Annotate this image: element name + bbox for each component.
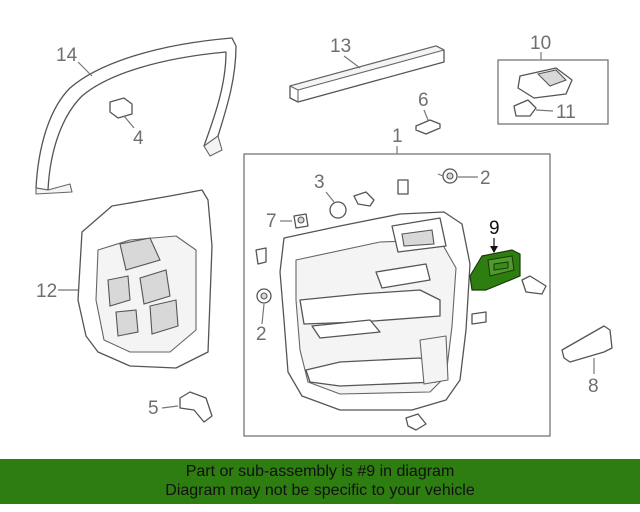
- part-11-bezel[interactable]: [513, 99, 537, 117]
- part-10-box: [497, 59, 609, 125]
- part-2-fastener-left[interactable]: [256, 288, 272, 304]
- part-2-fastener-top[interactable]: [437, 168, 458, 184]
- arrow-9: [490, 246, 498, 253]
- callout-12: 12: [36, 281, 57, 302]
- parts-diagram: 14 4 13 6 10 11 12: [35, 33, 613, 437]
- part-7-retainer[interactable]: [293, 213, 309, 229]
- callout-2-left: 2: [256, 324, 267, 345]
- callout-4: 4: [133, 128, 144, 149]
- callout-6: 6: [418, 90, 429, 111]
- callout-14: 14: [56, 45, 78, 66]
- callout-10: 10: [530, 33, 551, 54]
- banner-line-1: Part or sub-assembly is #9 in diagram: [185, 463, 455, 480]
- part-12-inner-panel[interactable]: [77, 189, 213, 369]
- callout-13: 13: [330, 36, 351, 57]
- part-1-door-trim-panel[interactable]: [279, 211, 471, 411]
- part-14-window-frame[interactable]: [35, 37, 237, 195]
- callout-1: 1: [392, 126, 403, 147]
- callout-3: 3: [314, 172, 325, 193]
- callout-8: 8: [588, 376, 599, 397]
- screw-1[interactable]: [353, 191, 375, 207]
- part-6-clip[interactable]: [415, 119, 441, 135]
- callout-7: 7: [266, 211, 277, 232]
- part-3-push-pin[interactable]: [329, 201, 347, 219]
- callout-9: 9: [489, 218, 500, 239]
- banner-line-2: Diagram may not be specific to your vehi…: [165, 482, 475, 499]
- part-9-bolt[interactable]: [521, 275, 547, 295]
- screw-3[interactable]: [405, 413, 427, 431]
- part-10-switch[interactable]: [517, 67, 573, 99]
- callout-5: 5: [148, 398, 159, 419]
- callout-2-top: 2: [480, 168, 491, 189]
- part-9-door-handle[interactable]: [469, 249, 521, 291]
- part-5-bracket[interactable]: [179, 391, 213, 423]
- callout-11: 11: [556, 102, 576, 123]
- clip-left-edge[interactable]: [255, 247, 267, 265]
- part-4-clip[interactable]: [109, 97, 133, 119]
- screw-2[interactable]: [397, 179, 409, 195]
- part-13-weatherstrip[interactable]: [289, 45, 445, 103]
- info-banner: Part or sub-assembly is #9 in diagram Di…: [0, 459, 640, 504]
- part-8-molding[interactable]: [561, 325, 613, 363]
- clip-lower-right[interactable]: [471, 311, 487, 325]
